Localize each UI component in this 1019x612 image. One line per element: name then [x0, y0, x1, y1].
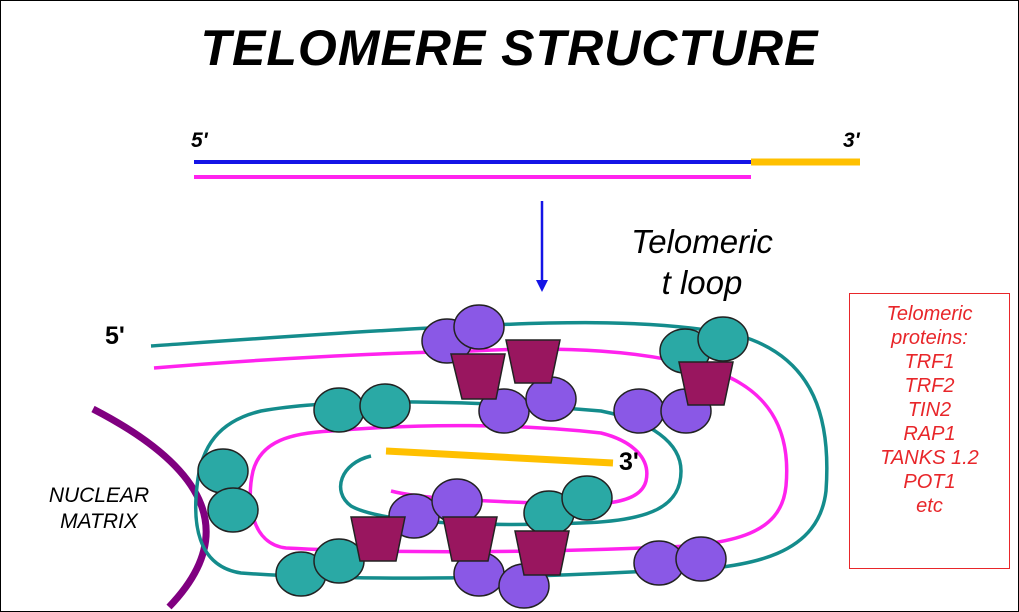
proteins-heading-line2: proteins: — [891, 327, 968, 349]
trapezoid-protein — [442, 516, 498, 562]
t-loop-label-line2: t loop — [661, 264, 743, 301]
nuclear-matrix-label-line1: NUCLEAR — [48, 484, 150, 507]
trapezoid-protein — [514, 530, 570, 576]
linear-five-prime-label: 5' — [191, 129, 208, 152]
trapezoid-proteins — [350, 339, 734, 576]
teal-protein — [561, 475, 613, 521]
teal-protein — [197, 448, 249, 494]
t-loop-label-line1: Telomeric — [631, 223, 773, 260]
protein-item: TIN2 — [907, 399, 952, 421]
protein-item: TRF1 — [904, 351, 955, 373]
loop-dna-inner — [153, 347, 789, 554]
protein-item: RAP1 — [903, 423, 956, 445]
diagram-title: TELOMERE STRUCTURE — [200, 20, 819, 76]
proteins-heading-line1: Telomeric — [886, 303, 973, 325]
protein-item: POT1 — [903, 471, 956, 493]
protein-item: TANKS 1.2 — [880, 447, 979, 469]
purple-protein — [453, 304, 505, 350]
trapezoid-protein — [505, 339, 561, 384]
trapezoid-protein — [350, 516, 406, 562]
purple-protein — [613, 388, 665, 434]
trapezoid-protein — [450, 353, 506, 400]
protein-item: etc — [916, 495, 943, 517]
protein-item: TRF2 — [904, 375, 955, 397]
loop-three-prime-label: 3' — [619, 448, 639, 476]
loop-dna-outer — [150, 320, 829, 580]
teal-protein — [697, 316, 749, 362]
teal-protein — [313, 387, 365, 433]
linear-three-prime-label: 3' — [843, 129, 860, 152]
t-loop-label: Telomeric t loop — [597, 221, 807, 303]
loop-overhang — [385, 447, 614, 467]
arrow-head — [536, 280, 548, 292]
nuclear-matrix-label-line2: MATRIX — [60, 510, 138, 533]
purple-protein — [478, 388, 530, 434]
teal-protein — [359, 383, 411, 429]
purple-protein — [675, 536, 727, 582]
loop-five-prime-label: 5' — [105, 322, 125, 350]
teal-proteins — [197, 316, 749, 597]
teal-protein — [207, 487, 259, 533]
nuclear-matrix-label: NUCLEAR MATRIX — [19, 483, 179, 535]
nuclear-matrix-arc — [91, 405, 210, 610]
telomeric-proteins-box: Telomeric proteins: TRF1 TRF2 TIN2 RAP1 … — [849, 293, 1010, 569]
trapezoid-protein — [678, 361, 734, 406]
